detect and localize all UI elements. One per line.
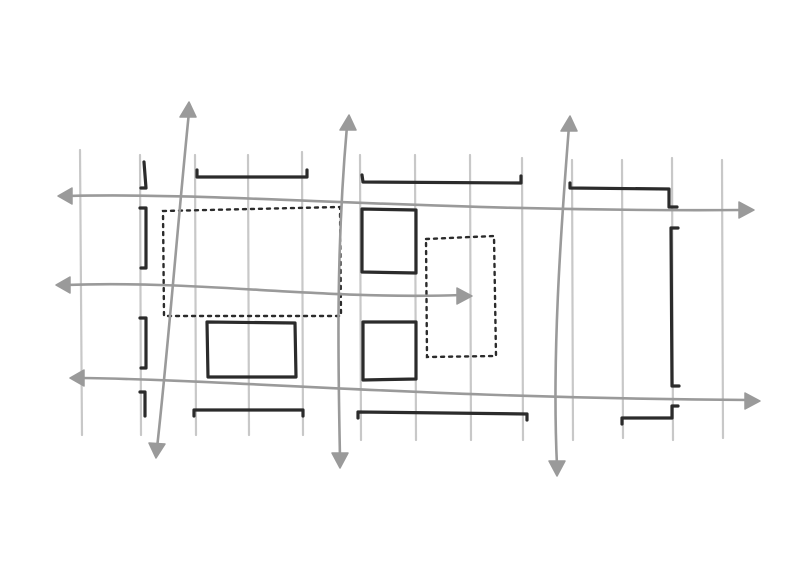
arrowhead-left [55, 276, 71, 294]
arrowhead-up [339, 114, 357, 131]
arrowhead-down [331, 452, 349, 469]
arrowhead-right [456, 287, 473, 305]
wall-bracket [138, 206, 148, 270]
grid-line [720, 158, 725, 440]
flow-arrow-vertical [155, 110, 191, 450]
flow-arrows [55, 101, 761, 477]
dashed-zone-left [161, 205, 343, 318]
arrowhead-left [57, 187, 73, 205]
grid-line [358, 153, 363, 442]
walls [138, 160, 681, 426]
arrowhead-right [744, 392, 761, 410]
wall-bracket [568, 181, 679, 209]
wall-bracket [192, 408, 305, 418]
wall-bracket [669, 226, 681, 388]
arrowhead-left [69, 369, 85, 387]
wall-bracket [138, 316, 148, 370]
arrowhead-down [148, 442, 166, 459]
wall-bracket [360, 173, 523, 185]
flow-arrow-horizontal [78, 376, 752, 402]
arrowhead-up [179, 101, 197, 118]
solid-block [205, 320, 298, 379]
flow-arrow-vertical [337, 124, 349, 460]
flow-arrow-horizontal [64, 282, 464, 298]
wall-bracket [139, 160, 148, 190]
solid-block [360, 207, 418, 275]
dashed-zones [161, 205, 498, 359]
arrowhead-right [738, 201, 755, 219]
dashed-zone-center [424, 234, 498, 359]
wall-bracket [138, 390, 147, 418]
wall-bracket [356, 410, 529, 422]
grid-line [520, 156, 525, 442]
grid-line [246, 153, 251, 437]
arrowhead-down [548, 460, 566, 477]
flow-arrow-vertical [554, 124, 571, 468]
wall-bracket [620, 404, 680, 426]
grid-line [570, 158, 575, 442]
grid-lines [78, 148, 725, 442]
arrowhead-up [560, 115, 578, 132]
wall-bracket [195, 168, 309, 179]
grid-line [193, 153, 198, 437]
solid-blocks [205, 207, 418, 382]
solid-block [361, 320, 418, 382]
flow-arrow-horizontal [66, 194, 744, 212]
grid-line [138, 153, 143, 437]
grid-line [78, 148, 84, 437]
grid-line [620, 158, 625, 440]
grid-line [413, 153, 418, 442]
